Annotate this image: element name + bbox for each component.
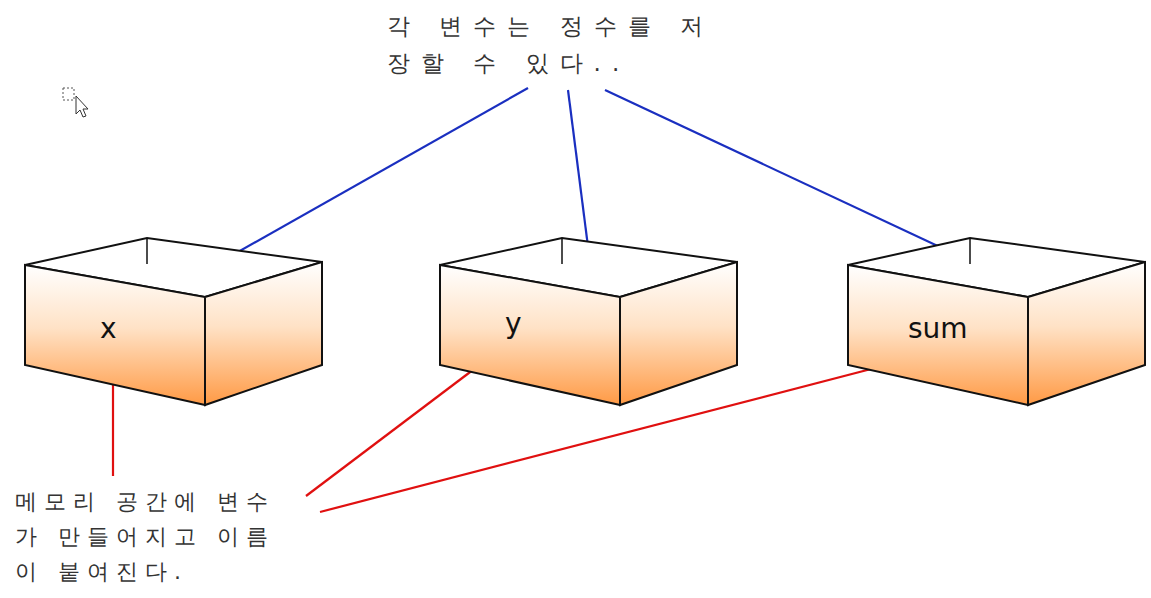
callout-note: 메모리 공간에 변수 가 만들어지고 이름 이 붙여진다.	[15, 484, 307, 589]
box-outline	[440, 238, 737, 405]
box-side	[1028, 262, 1145, 405]
variable-name: x	[100, 313, 117, 345]
box-front	[25, 265, 205, 405]
box-side	[620, 262, 737, 405]
box-front	[440, 265, 620, 405]
selection-rect	[63, 88, 74, 100]
variable-box: y	[440, 238, 737, 405]
variable-box: sum	[848, 238, 1145, 405]
inner-edge	[969, 238, 971, 264]
callout-note: 각 변수는 정수를 저 장할 수 있다..	[387, 8, 739, 82]
variable-box: x	[25, 238, 322, 405]
variable-name: sum	[908, 313, 968, 345]
mouse-pointer	[76, 96, 88, 117]
inner-edge	[146, 238, 148, 264]
variable-name: y	[505, 308, 522, 340]
box-outline	[848, 238, 1145, 405]
cursor-icon	[63, 88, 88, 117]
leader-line	[192, 88, 528, 278]
box-outline	[25, 238, 322, 405]
inner-edge	[561, 238, 563, 264]
box-side	[205, 262, 322, 405]
box-front	[848, 265, 1028, 405]
